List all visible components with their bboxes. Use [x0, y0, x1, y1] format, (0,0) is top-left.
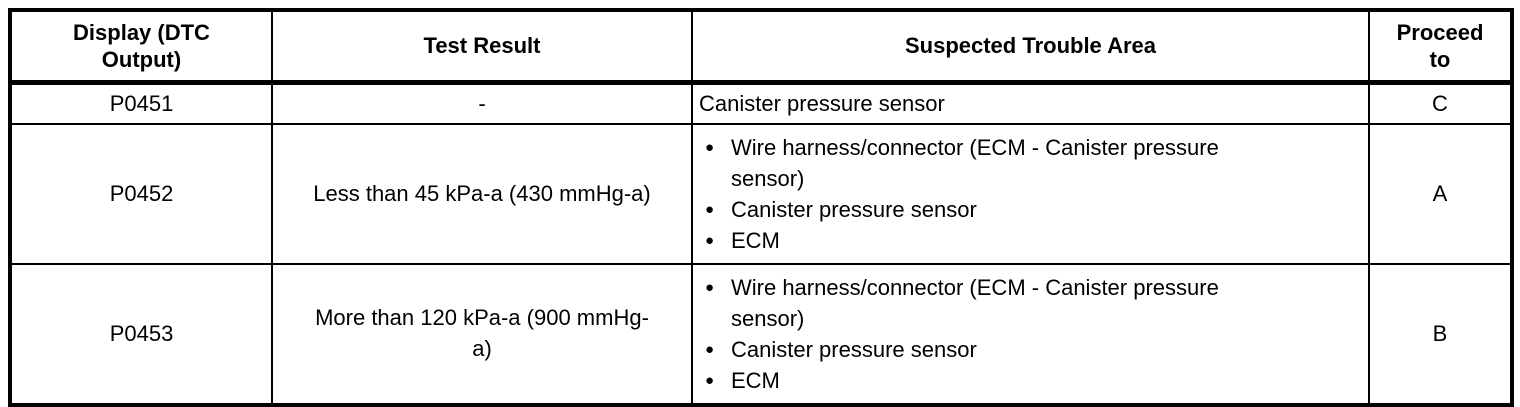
column-header-proceed-to: Proceed to [1368, 9, 1513, 85]
proceed-to-value: B [1432, 320, 1448, 346]
table-row-p0453: P0453 More than 120 kPa-a (900 mmHg-a) ●… [9, 263, 1513, 406]
cell-proceed-to: B [1368, 263, 1513, 406]
cell-proceed-to: C [1368, 81, 1513, 125]
dtc-table: Display (DTC Output) Test Result Suspect… [8, 8, 1514, 407]
column-header-suspected-trouble-area: Suspected Trouble Area [691, 9, 1370, 85]
bullet-icon: ● [705, 372, 715, 389]
cell-suspected-trouble-area: ● Wire harness/connector (ECM - Canister… [691, 263, 1370, 406]
cell-test-result: More than 120 kPa-a (900 mmHg-a) [271, 263, 693, 406]
trouble-area-item: ● ECM [705, 365, 1362, 396]
column-header-label: Display (DTC Output) [73, 19, 210, 73]
bullet-icon: ● [705, 232, 715, 249]
dtc-code: P0453 [109, 320, 174, 346]
column-header-display-dtc-output: Display (DTC Output) [9, 9, 273, 85]
trouble-area-item-text: ECM [731, 228, 780, 253]
cell-dtc-code: P0452 [9, 123, 273, 265]
bullet-icon: ● [705, 139, 715, 156]
cell-proceed-to: A [1368, 123, 1513, 265]
trouble-area-list: ● Wire harness/connector (ECM - Canister… [699, 132, 1362, 256]
column-header-label: Test Result [423, 33, 541, 59]
cell-test-result: - [271, 81, 693, 125]
cell-test-result: Less than 45 kPa-a (430 mmHg-a) [271, 123, 693, 265]
table-row-p0451: P0451 - Canister pressure sensor C [9, 81, 1513, 125]
cell-dtc-code: P0453 [9, 263, 273, 406]
test-result-value: Less than 45 kPa-a (430 mmHg-a) [313, 180, 651, 206]
cell-suspected-trouble-area: Canister pressure sensor [691, 81, 1370, 125]
trouble-area-item-text: ECM [731, 368, 780, 393]
trouble-area-item: ● Canister pressure sensor [705, 334, 1362, 365]
bullet-icon: ● [705, 279, 715, 296]
table-body: P0451 - Canister pressure sensor C P0452… [9, 81, 1513, 406]
proceed-to-value: C [1432, 90, 1448, 116]
trouble-area-item-text: Canister pressure sensor [731, 337, 977, 362]
test-result-value: More than 120 kPa-a (900 mmHg-a) [315, 305, 649, 361]
trouble-area-item: ● Wire harness/connector (ECM - Canister… [705, 132, 1362, 194]
cell-suspected-trouble-area: ● Wire harness/connector (ECM - Canister… [691, 123, 1370, 265]
dtc-code: P0451 [109, 90, 174, 116]
trouble-area-item: ● ECM [705, 225, 1362, 256]
trouble-area-item: ● Wire harness/connector (ECM - Canister… [705, 272, 1362, 334]
bullet-icon: ● [705, 341, 715, 358]
table-row-p0452: P0452 Less than 45 kPa-a (430 mmHg-a) ● … [9, 123, 1513, 265]
trouble-area-text: Canister pressure sensor [699, 90, 945, 116]
column-header-label: Proceed to [1396, 19, 1484, 73]
cell-dtc-code: P0451 [9, 81, 273, 125]
test-result-value: - [478, 90, 486, 116]
trouble-area-list: ● Wire harness/connector (ECM - Canister… [699, 272, 1362, 396]
trouble-area-item-text: Wire harness/connector (ECM - Canister p… [731, 135, 1219, 191]
bullet-icon: ● [705, 201, 715, 218]
table-header: Display (DTC Output) Test Result Suspect… [9, 9, 1513, 85]
trouble-area-item: ● Canister pressure sensor [705, 194, 1362, 225]
header-row: Display (DTC Output) Test Result Suspect… [9, 9, 1513, 85]
trouble-area-item-text: Canister pressure sensor [731, 197, 977, 222]
column-header-label: Suspected Trouble Area [904, 33, 1157, 59]
column-header-test-result: Test Result [271, 9, 693, 85]
dtc-code: P0452 [109, 180, 174, 206]
trouble-area-item-text: Wire harness/connector (ECM - Canister p… [731, 275, 1219, 331]
proceed-to-value: A [1432, 180, 1448, 206]
